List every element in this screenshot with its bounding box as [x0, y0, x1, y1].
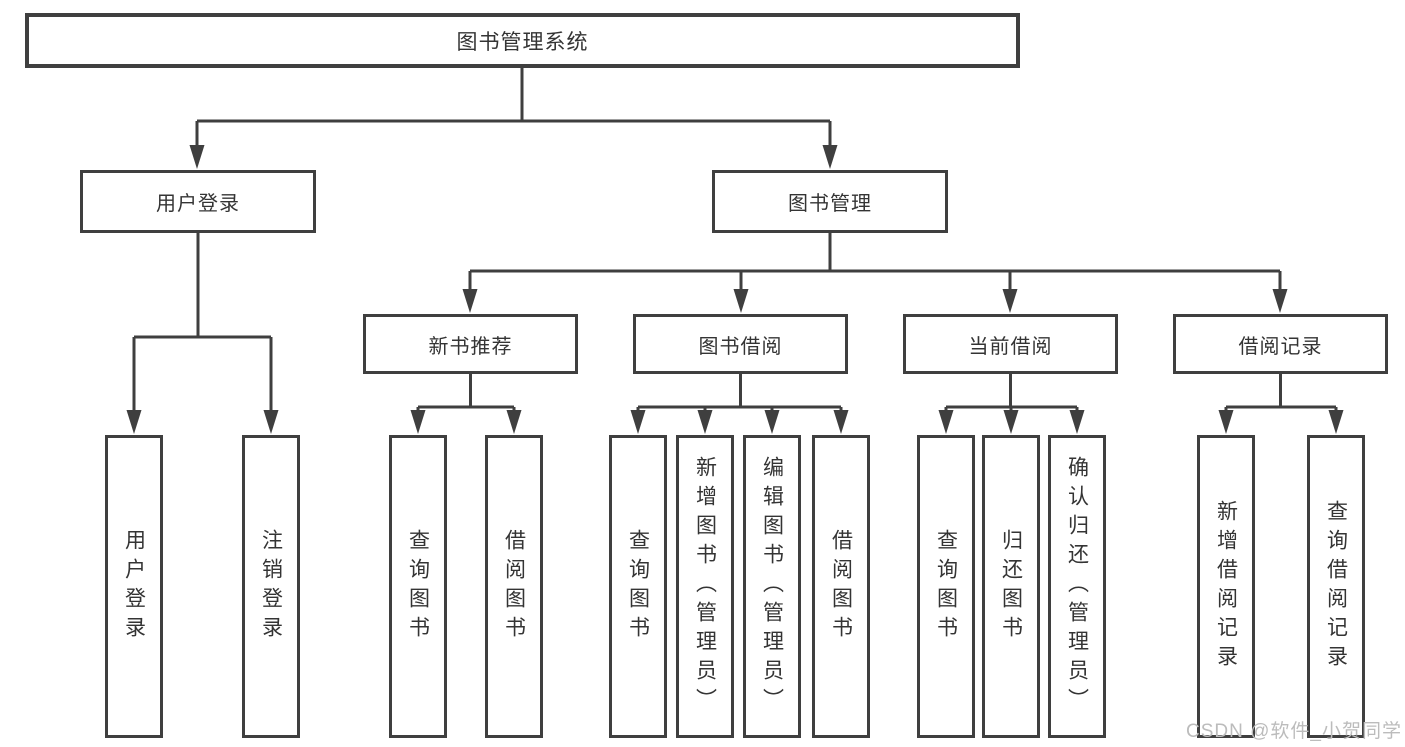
- arrowhead: [189, 145, 205, 169]
- arrowhead: [506, 410, 522, 434]
- book-borrow-split-connector: [630, 374, 849, 434]
- node-current-borrow: 当前借阅: [903, 314, 1118, 374]
- leaf-edit-book-admin: 编辑图书（管理员）: [743, 435, 801, 738]
- arrowhead: [1002, 289, 1018, 313]
- leaf-borrow-books: 借阅图书: [812, 435, 870, 738]
- arrowhead: [1328, 410, 1344, 434]
- leaf-return-book: 归还图书: [982, 435, 1040, 738]
- leaf-add-book-admin: 新增图书（管理员）: [676, 435, 734, 738]
- arrowhead: [733, 289, 749, 313]
- arrowhead: [822, 145, 838, 169]
- leaf-query-books-current: 查询图书: [917, 435, 975, 738]
- arrowhead: [410, 410, 426, 434]
- arrowhead: [1272, 289, 1288, 313]
- node-new-book-recommend: 新书推荐: [363, 314, 578, 374]
- current-borrow-split-connector: [938, 374, 1085, 434]
- leaf-confirm-return-admin: 确认归还（管理员）: [1048, 435, 1106, 738]
- arrowhead: [263, 410, 279, 434]
- leaf-query-books-recommend: 查询图书: [389, 435, 447, 738]
- user-login-split-connector: [126, 233, 279, 434]
- root-split-connector: [189, 68, 838, 169]
- arrowhead: [764, 410, 780, 434]
- leaf-logout: 注销登录: [242, 435, 300, 738]
- node-borrow-records: 借阅记录: [1173, 314, 1388, 374]
- arrowhead: [126, 410, 142, 434]
- leaf-add-borrow-record: 新增借阅记录: [1197, 435, 1255, 738]
- arrowhead: [1003, 410, 1019, 434]
- arrowhead: [697, 410, 713, 434]
- new-book-recommend-split-connector: [410, 374, 522, 434]
- leaf-query-borrow-record: 查询借阅记录: [1307, 435, 1365, 738]
- arrowhead: [938, 410, 954, 434]
- arrowhead: [1218, 410, 1234, 434]
- node-book-management: 图书管理: [712, 170, 948, 233]
- node-book-borrow: 图书借阅: [633, 314, 848, 374]
- arrowhead: [833, 410, 849, 434]
- csdn-watermark: CSDN @软件_小贺同学: [1186, 721, 1402, 742]
- leaf-user-login: 用户登录: [105, 435, 163, 738]
- arrowhead: [630, 410, 646, 434]
- arrowhead: [462, 289, 478, 313]
- leaf-query-books-borrow: 查询图书: [609, 435, 667, 738]
- node-user-login: 用户登录: [80, 170, 316, 233]
- borrow-records-split-connector: [1218, 374, 1344, 434]
- leaf-borrow-books-recommend: 借阅图书: [485, 435, 543, 738]
- book-management-split-connector: [462, 233, 1288, 313]
- node-root: 图书管理系统: [25, 13, 1020, 68]
- arrowhead: [1069, 410, 1085, 434]
